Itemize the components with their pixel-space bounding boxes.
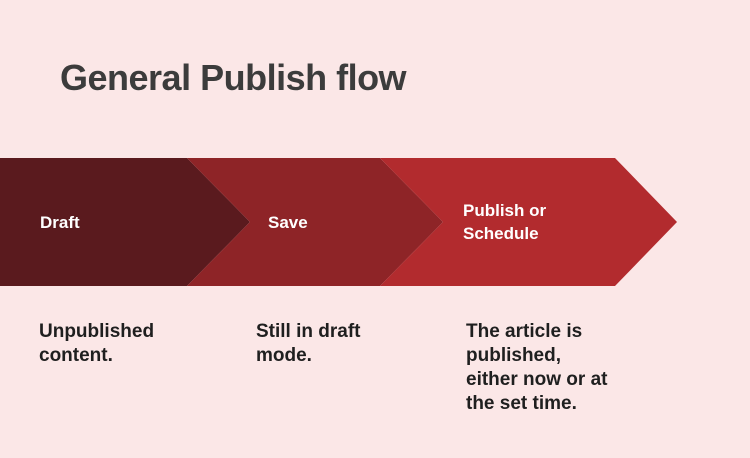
description-line: either now or at bbox=[466, 369, 608, 390]
chevron-draft-shape bbox=[0, 158, 250, 286]
description-line: the set time. bbox=[466, 393, 577, 414]
step-label-save: Save bbox=[268, 213, 308, 232]
description-line: Unpublished bbox=[39, 321, 155, 342]
step-description-save: Still in draft mode. bbox=[256, 320, 361, 368]
step-description-draft: Unpublished content. bbox=[39, 320, 154, 368]
step-label-publish-line-2: Schedule bbox=[463, 224, 539, 243]
page-title: General Publish flow bbox=[60, 57, 407, 98]
description-line: mode. bbox=[256, 345, 312, 366]
chevron-publish-shape bbox=[380, 158, 677, 286]
description-line: Still in draft bbox=[256, 321, 361, 342]
description-line: The article is bbox=[466, 321, 583, 342]
step-label-publish-line-1: Publish or bbox=[463, 201, 547, 220]
step-description-publish: The article is published, either now or … bbox=[466, 320, 607, 416]
description-line: content. bbox=[39, 345, 113, 366]
description-line: published, bbox=[466, 345, 561, 366]
chevron-save-shape bbox=[187, 158, 443, 286]
step-label-draft: Draft bbox=[40, 213, 80, 232]
step-label-publish-or-schedule: Publish or Schedule bbox=[463, 199, 546, 245]
